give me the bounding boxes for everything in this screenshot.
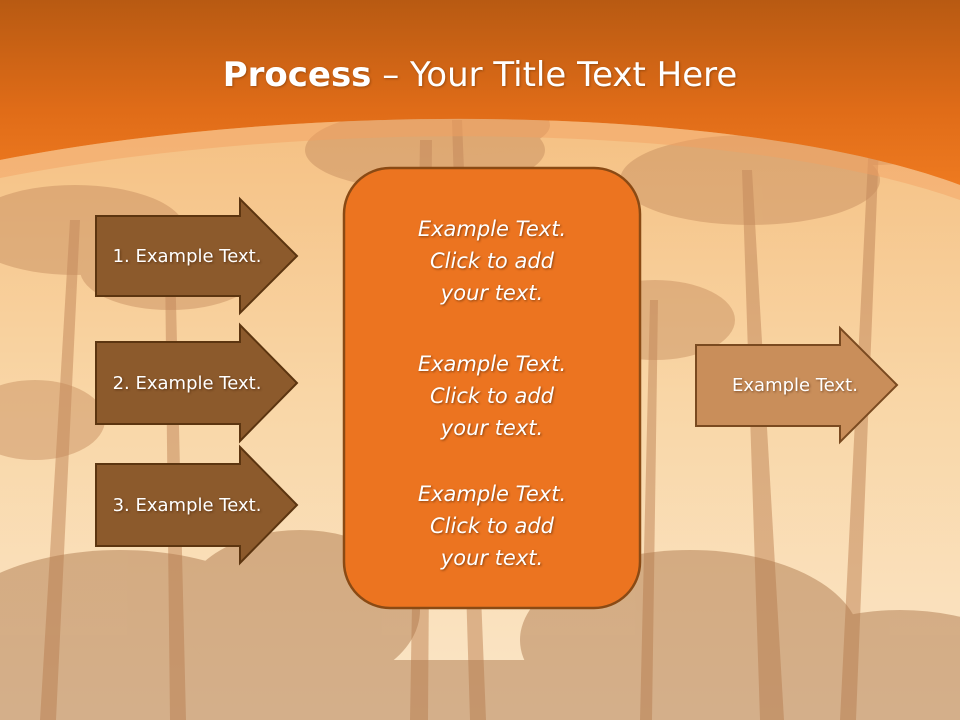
- title-bold: Process: [222, 55, 372, 95]
- left-arrow-2[interactable]: [95, 322, 299, 444]
- title-rest: – Your Title Text Here: [371, 55, 738, 95]
- center-box-text-2: Example Text. Click to add your text.: [417, 352, 567, 440]
- left-arrow-1[interactable]: [95, 196, 299, 316]
- right-arrow-label: Example Text.: [732, 375, 858, 396]
- right-arrow[interactable]: [695, 325, 899, 445]
- center-box-text-3: Example Text. Click to add your text.: [417, 482, 567, 570]
- left-arrow-2-label: 2. Example Text.: [112, 372, 262, 394]
- left-arrow-3[interactable]: [95, 444, 299, 566]
- left-arrow-1-label: 1. Example Text.: [112, 245, 262, 267]
- center-box[interactable]: [342, 166, 642, 610]
- left-arrow-3-label: 3. Example Text.: [112, 494, 262, 516]
- center-box-text-1: Example Text. Click to add your text.: [417, 217, 567, 305]
- slide-title: Process – Your Title Text Here: [0, 52, 960, 98]
